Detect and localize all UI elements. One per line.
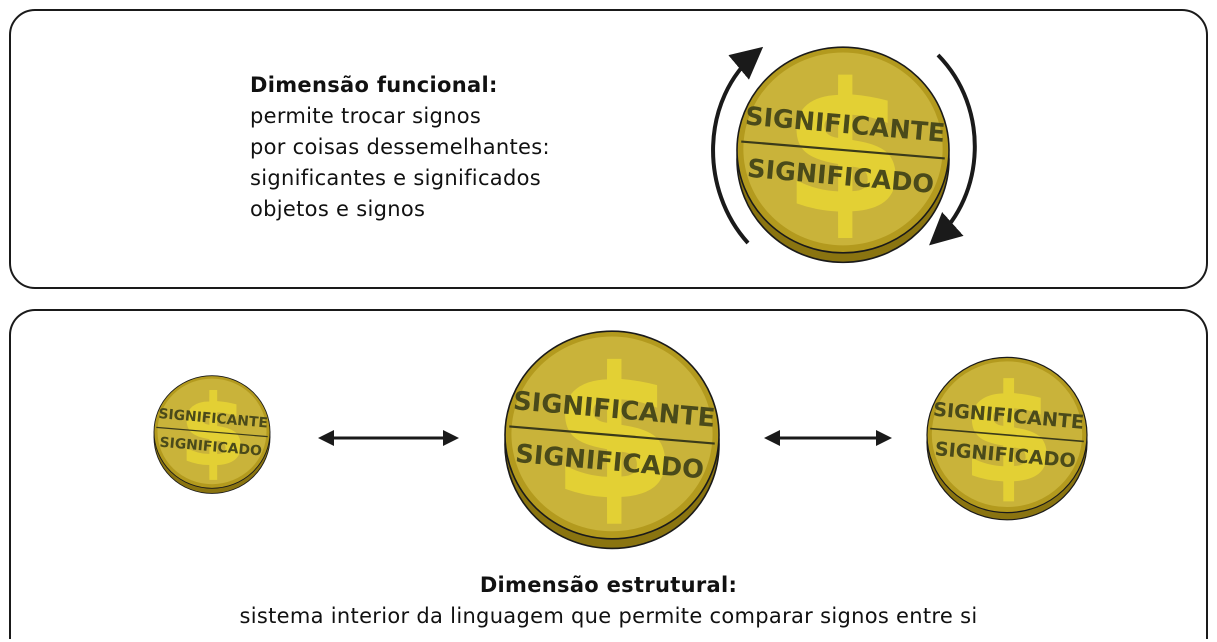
double-arrow-left-icon xyxy=(318,430,459,446)
functional-panel xyxy=(9,9,1208,289)
rotation-arrow-left-icon xyxy=(711,46,764,245)
functional-line: objetos e signos xyxy=(250,197,426,221)
functional-title: Dimensão funcional: xyxy=(250,73,498,97)
structural-title: Dimensão estrutural: xyxy=(479,573,738,597)
functional-line: permite trocar signos xyxy=(250,104,482,128)
medium-coin xyxy=(926,355,1088,521)
structural-line: sistema interior da linguagem que permit… xyxy=(239,604,978,628)
rotating-coin xyxy=(735,44,951,264)
large-coin xyxy=(503,326,721,550)
structural-description: Dimensão estrutural: sistema interior da… xyxy=(0,570,1217,632)
small-coin xyxy=(153,374,271,495)
functional-line: significantes e significados xyxy=(250,166,541,190)
functional-description: Dimensão funcional: permite trocar signo… xyxy=(250,70,550,225)
rotation-arrow-right-icon xyxy=(929,53,977,246)
double-arrow-right-icon xyxy=(764,430,892,446)
functional-line: por coisas dessemelhantes: xyxy=(250,135,550,159)
